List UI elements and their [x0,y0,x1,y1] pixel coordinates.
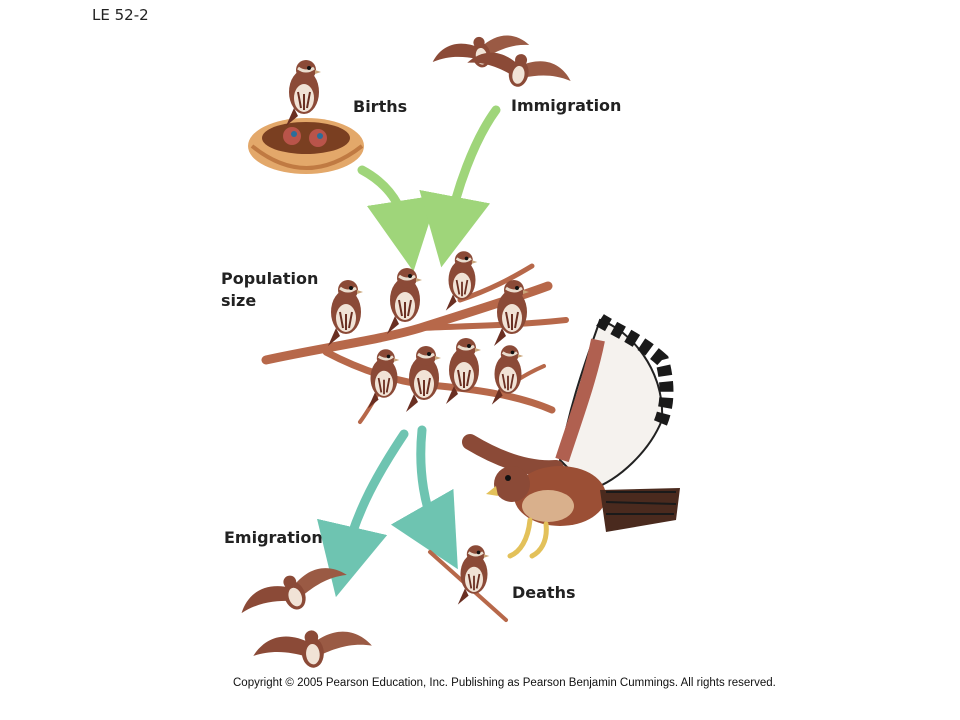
immigration-label: Immigration [511,96,622,115]
population-label-line-2: size [221,291,257,310]
population-size-label: Population size [221,268,318,312]
hawk-icon [462,314,680,559]
births-arrow [357,165,439,272]
slide-id: LE 52-2 [92,6,149,24]
immigrating-sparrows-icon [429,28,574,96]
immigration-arrow [419,105,501,268]
deaths-arrow [390,425,458,570]
nest-icon [248,58,364,174]
emigration-label: Emigration [224,528,323,547]
copyright-notice: Copyright © 2005 Pearson Education, Inc.… [233,677,776,689]
emigration-arrow [317,429,409,598]
births-label: Births [353,97,408,116]
population-label-line-1: Population [221,269,319,288]
deaths-label: Deaths [512,583,576,602]
dead-sparrow-icon [428,543,508,622]
population-sparrows-icon [326,249,531,414]
emigrating-sparrows-icon [234,556,374,673]
